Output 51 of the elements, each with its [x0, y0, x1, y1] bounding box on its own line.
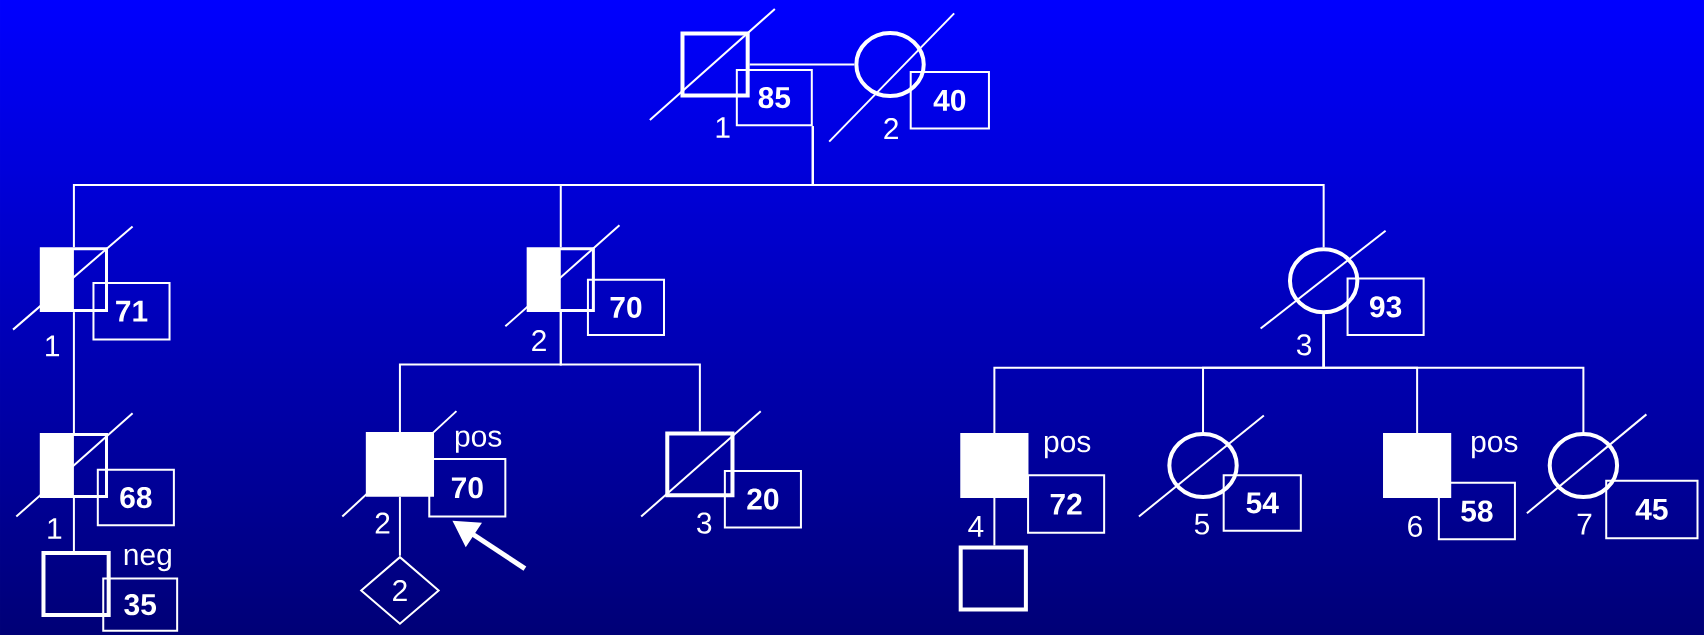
age-box: 68 [96, 468, 175, 527]
individual-number: 3 [1296, 334, 1312, 356]
test-result: neg [124, 548, 171, 572]
age-box: 85 [735, 68, 813, 127]
individual-number: 3 [697, 512, 712, 534]
age-box: 72 [1027, 474, 1106, 534]
square-symbol [960, 433, 1029, 498]
square-symbol [39, 433, 108, 498]
square-symbol [680, 31, 750, 98]
age-box: 93 [1346, 277, 1425, 337]
square-symbol [1383, 433, 1452, 498]
pedigree-line [1322, 313, 1585, 433]
individual-number: 4 [968, 516, 984, 537]
age-box: 70 [428, 457, 507, 518]
pedigree-line [748, 63, 856, 66]
pedigree-line [559, 311, 701, 433]
square-symbol [41, 550, 111, 617]
individual-number: 2 [884, 118, 898, 140]
square-symbol [526, 247, 595, 313]
individual-number: 5 [1194, 513, 1210, 535]
individual-number: 6 [1408, 515, 1422, 537]
pedigree-line [993, 496, 996, 547]
test-result: pos [455, 430, 502, 453]
pedigree-line [72, 496, 75, 552]
age-box: 20 [723, 469, 802, 529]
circle-symbol [1167, 431, 1239, 499]
age-box: 45 [1605, 479, 1699, 540]
individual-number: 1 [716, 117, 730, 138]
square-symbol [958, 545, 1028, 612]
age-box: 71 [92, 281, 171, 341]
age-box: 35 [102, 577, 179, 632]
age-box: 58 [1437, 481, 1516, 541]
age-box: 40 [909, 71, 990, 130]
circle-symbol [1287, 247, 1360, 315]
age-box: 70 [586, 278, 665, 337]
pedigree-line [811, 125, 1325, 249]
circle-symbol [854, 30, 926, 98]
individual-number: 1 [46, 335, 60, 357]
individual-number: 2 [375, 512, 390, 534]
pedigree-line [398, 495, 401, 557]
circle-symbol [1547, 431, 1620, 499]
square-symbol [39, 247, 108, 313]
age-box: 54 [1222, 474, 1302, 532]
individual-number: 2 [532, 330, 546, 351]
test-result: pos [1044, 435, 1091, 459]
individual-number: 1 [48, 518, 62, 539]
individual-number: 7 [1577, 513, 1592, 535]
square-symbol [665, 431, 735, 498]
square-symbol [365, 431, 435, 497]
test-result: pos [1472, 435, 1518, 459]
pedigree-line [72, 311, 75, 434]
